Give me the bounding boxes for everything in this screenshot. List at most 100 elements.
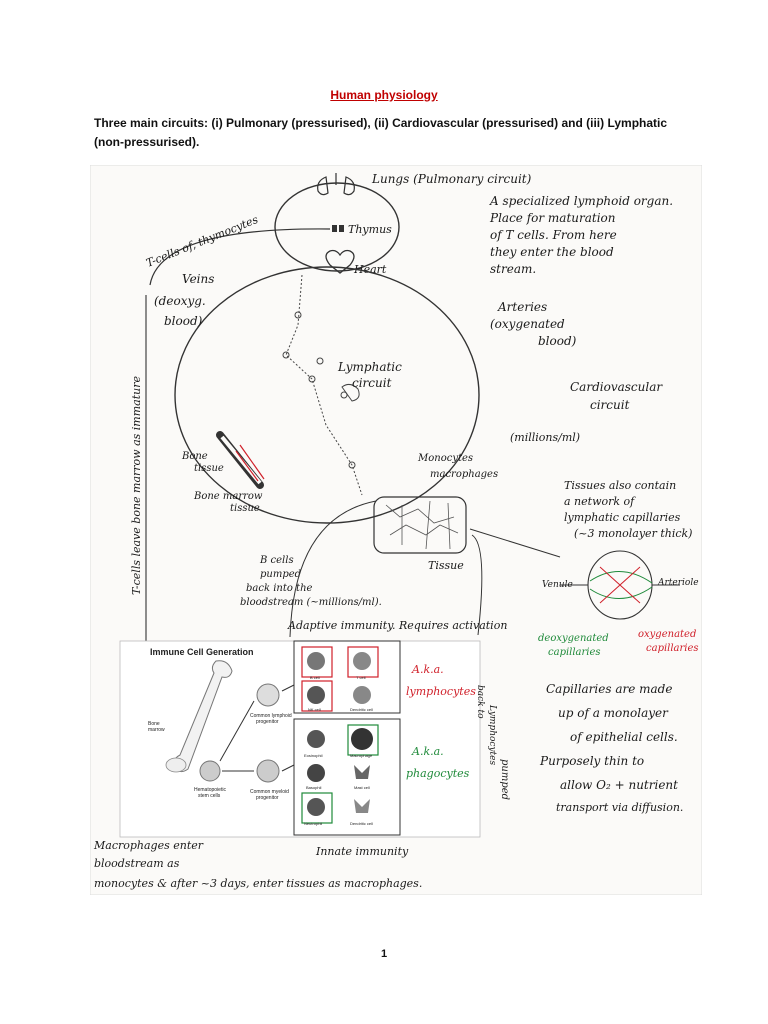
tissue-arrow — [469, 528, 561, 558]
svg-text:they enter the blood: they enter the blood — [490, 245, 614, 259]
organ-note: A specialized lymphoid organ. Place for … — [489, 194, 673, 276]
myeloid-progenitor-label: Common myeloid progenitor — [250, 789, 289, 801]
svg-text:allow O₂ + nutrient: allow O₂ + nutrient — [560, 778, 678, 792]
aka-phagocytes: A.k.a. phagocytes — [406, 745, 470, 780]
oxy-cap-label: oxygenated capillaries — [638, 629, 699, 654]
svg-text:a network of: a network of — [564, 495, 636, 508]
diagram-svg: Lungs (Pulmonary circuit) Thymus Heart A… — [90, 165, 702, 895]
lymphatic-label: Lymphatic circuit — [337, 360, 402, 390]
lymphoid-progenitor-label: Common lymphoid progenitor — [250, 713, 292, 725]
svg-text:capillaries: capillaries — [548, 647, 601, 658]
svg-text:of epithelial cells.: of epithelial cells. — [570, 730, 678, 744]
svg-text:(~3 monolayer thick): (~3 monolayer thick) — [574, 527, 692, 540]
svg-text:macrophages: macrophages — [430, 469, 498, 480]
svg-text:progenitor: progenitor — [256, 719, 279, 725]
bone-marrow-cells: Bone marrow — [148, 721, 165, 733]
mast-cell-label: Mast cell — [354, 785, 370, 790]
svg-text:transport via diffusion.: transport via diffusion. — [556, 801, 683, 814]
dendritic2-label: Dendritic cell — [350, 821, 373, 826]
lymphocyte-cells — [301, 646, 379, 712]
svg-text:Capillaries are made: Capillaries are made — [546, 682, 672, 696]
cardio-loop — [174, 266, 480, 524]
svg-text:marrow: marrow — [148, 727, 165, 733]
svg-text:monocytes & after ~3 days, ent: monocytes & after ~3 days, enter tissues… — [94, 877, 422, 890]
svg-text:blood): blood) — [164, 314, 203, 328]
svg-text:deoxygenated: deoxygenated — [538, 633, 609, 644]
svg-text:progenitor: progenitor — [256, 795, 279, 801]
svg-text:lymphocytes: lymphocytes — [406, 685, 476, 698]
svg-text:(deoxyg.: (deoxyg. — [154, 294, 206, 308]
dendritic-label: Dendritic cell — [350, 707, 373, 712]
svg-text:(oxygenated: (oxygenated — [490, 317, 565, 331]
svg-text:circuit: circuit — [590, 398, 630, 412]
basophil-label: Basophil — [306, 785, 321, 790]
millions-label: (millions/ml) — [510, 431, 580, 444]
stem-cell-label: Hematopoietic stem cells — [194, 787, 226, 799]
intro-paragraph: Three main circuits: (i) Pulmonary (pres… — [94, 116, 668, 149]
macrophages-note: Macrophages enter bloodstream as monocyt… — [93, 839, 422, 890]
aka-lymphocytes: A.k.a. lymphocytes — [406, 663, 476, 698]
lymphoid-progenitor-cell — [256, 683, 280, 707]
monocytes-label: Monocytes macrophages — [417, 453, 498, 480]
femur-icon — [165, 660, 233, 773]
svg-text:of T cells. From here: of T cells. From here — [490, 228, 617, 242]
b-cell-label: B cell — [310, 675, 320, 680]
svg-text:Place for maturation: Place for maturation — [489, 211, 616, 225]
t-cell-label: T cell — [356, 675, 366, 680]
phagocyte-cells — [301, 724, 379, 824]
progenitor-arrows — [219, 684, 295, 772]
svg-text:Bone marrow: Bone marrow — [193, 491, 263, 502]
svg-text:bloodstream (~millions/ml).: bloodstream (~millions/ml). — [240, 597, 382, 608]
svg-text:circuit: circuit — [352, 376, 392, 390]
eosinophil-label: Eosinophil — [304, 753, 323, 758]
svg-text:tissue: tissue — [230, 503, 260, 514]
tissue-block — [373, 496, 467, 554]
svg-text:tissue: tissue — [194, 463, 224, 474]
svg-text:lymphatic capillaries: lymphatic capillaries — [564, 511, 681, 524]
svg-text:A.k.a.: A.k.a. — [411, 663, 444, 676]
arteries-label: Arteries (oxygenated blood) — [490, 300, 577, 348]
tissues-note: Tissues also contain a network of lympha… — [564, 479, 692, 540]
immune-title: Immune Cell Generation — [150, 647, 254, 657]
tcells-leave-label: T-cells leave bone marrow as immature — [130, 376, 143, 595]
svg-text:Lymphatic: Lymphatic — [337, 360, 402, 374]
svg-text:Common myeloid: Common myeloid — [250, 789, 289, 795]
deoxy-cap-label: deoxygenated capillaries — [538, 633, 609, 658]
svg-text:stream.: stream. — [490, 262, 536, 276]
svg-text:Cardiovascular: Cardiovascular — [570, 380, 663, 394]
lungs-icon — [317, 173, 355, 196]
physiology-figure: Lungs (Pulmonary circuit) Thymus Heart A… — [90, 165, 702, 895]
svg-text:oxygenated: oxygenated — [638, 629, 696, 640]
page-title: Human physiology — [330, 88, 438, 102]
svg-text:A.k.a.: A.k.a. — [411, 745, 444, 758]
svg-text:Arteries: Arteries — [497, 300, 547, 314]
lymph-nodes — [282, 311, 360, 469]
heart-label: Heart — [353, 263, 387, 276]
svg-text:up of a monolayer: up of a monolayer — [558, 706, 669, 720]
svg-text:Tissues also contain: Tissues also contain — [564, 479, 676, 492]
svg-text:Monocytes: Monocytes — [417, 453, 473, 464]
svg-text:Purposely thin to: Purposely thin to — [539, 754, 644, 768]
svg-text:B cells: B cells — [259, 555, 294, 566]
b-cells-label: B cells pumped back into the bloodstream… — [240, 555, 382, 608]
macrophage-label: Macrophage — [350, 753, 373, 758]
myeloid-progenitor-cell — [256, 759, 280, 783]
lymphatic-vessel — [285, 274, 363, 496]
svg-text:phagocytes: phagocytes — [406, 767, 470, 780]
capillary-bed — [560, 550, 680, 620]
cardio-label: Cardiovascular circuit — [570, 380, 663, 412]
svg-text:Lymphocytes: Lymphocytes — [487, 704, 497, 765]
neutrophil-label: Neutrophil — [304, 821, 322, 826]
thymus-label: Thymus — [348, 223, 392, 236]
svg-text:A specialized lymphoid organ.: A specialized lymphoid organ. — [489, 194, 673, 208]
bone-marrow-label: Bone marrow tissue — [193, 491, 263, 514]
tissue-label: Tissue — [428, 559, 464, 572]
svg-text:back into the: back into the — [246, 583, 313, 594]
thymocyte-arrow — [149, 228, 331, 286]
lungs-label: Lungs (Pulmonary circuit) — [371, 172, 532, 186]
stem-cell — [199, 760, 221, 782]
svg-text:bloodstream as: bloodstream as — [94, 857, 180, 870]
tissue-out-arrow — [471, 534, 483, 636]
bone-icon — [216, 431, 265, 489]
heart-icon — [325, 249, 355, 274]
